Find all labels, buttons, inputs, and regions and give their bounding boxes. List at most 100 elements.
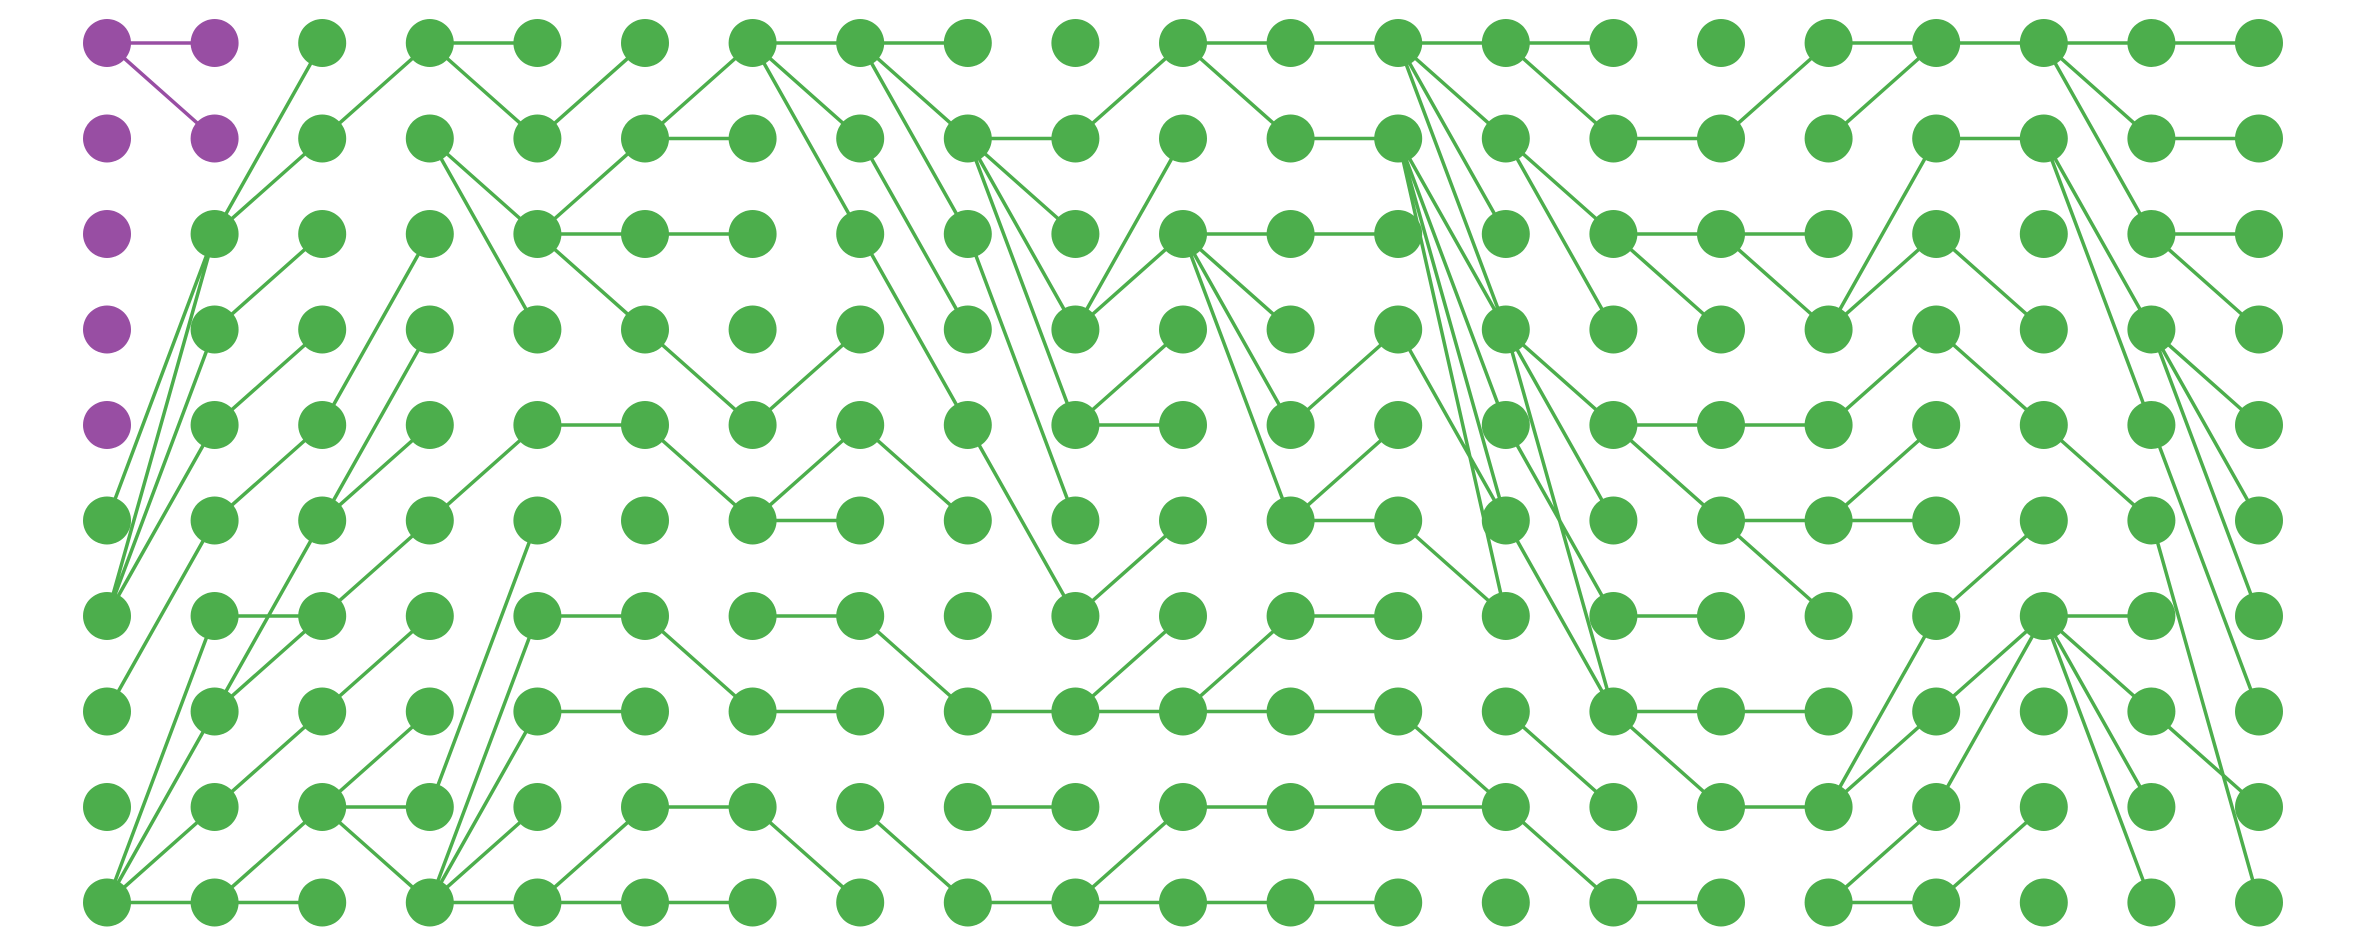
graph-node [1481,401,1530,449]
graph-node [83,496,131,545]
graph-node-highlighted [83,19,131,67]
graph-node [1374,305,1423,354]
graph-edge [1073,136,1185,332]
graph-edge [858,232,970,427]
graph-edge [858,136,970,332]
graph-node [943,114,992,163]
graph-edge [212,518,324,714]
graph-node [1266,114,1315,163]
graph-node [1159,114,1207,163]
graph-node [1697,210,1745,258]
graph-node [190,401,239,449]
graph-node [728,210,777,258]
graph-node [1697,496,1745,545]
graph-node [298,496,347,545]
graph-node-highlighted [83,210,131,258]
graph-node [836,783,885,831]
graph-edge [1396,136,1508,427]
graph-edge [320,327,432,523]
graph-node [190,496,239,545]
graph-node [2235,783,2283,831]
graph-node [1159,401,1207,449]
graph-node [190,210,239,258]
graph-node [1912,592,1961,640]
graph-node [728,783,777,831]
graph-node [1804,496,1853,545]
graph-node [2127,783,2176,831]
graph-edge [1826,614,1938,809]
graph-edge [2042,41,2154,236]
graph-node [1374,210,1423,258]
graph-node [1481,496,1530,545]
graph-node [2019,210,2068,258]
graph-node [836,114,885,163]
graph-node [1912,210,1961,258]
graph-edge [2042,614,2154,905]
graph-edge [966,423,1078,618]
graph-node [1266,401,1315,449]
graph-node [2235,114,2283,163]
graph-node [1051,401,1100,449]
graph-node-highlighted [83,401,131,449]
graph-node [1912,305,1961,354]
graph-node [621,496,669,545]
graph-node [2235,19,2283,67]
graph-edge [105,614,217,905]
graph-node [298,114,347,163]
graph-node [728,878,777,927]
graph-node [1912,878,1961,927]
graph-node [2127,305,2176,354]
graph-node [298,210,347,258]
nodes-layer [83,19,2283,927]
edges-layer [105,41,2261,905]
graph-node [1697,783,1745,831]
graph-node [1697,878,1745,927]
graph-node [836,878,885,927]
graph-node [1481,114,1530,163]
graph-node [405,592,454,640]
graph-node [405,687,454,736]
graph-node [1374,19,1423,67]
graph-node [621,592,669,640]
graph-node [2019,687,2068,736]
graph-edge [2149,327,2261,618]
graph-node [513,878,562,927]
graph-node [2127,19,2176,67]
graph-node [513,592,562,640]
graph-node [1589,19,1638,67]
graph-node [2235,305,2283,354]
graph-node [190,783,239,831]
graph-node [1912,401,1961,449]
graph-node [83,592,131,640]
graph-node [2127,592,2176,640]
graph-node [2127,878,2176,927]
graph-node [513,783,562,831]
graph-node [1051,496,1100,545]
graph-node [943,592,992,640]
graph-node [728,19,777,67]
graph-node [1912,496,1961,545]
graph-node [1589,496,1638,545]
graph-node [2019,496,2068,545]
graph-node [83,687,131,736]
graph-edge [428,518,540,809]
graph-node [1159,592,1207,640]
graph-node [190,878,239,927]
graph-node [1266,19,1315,67]
graph-node [513,305,562,354]
graph-edge [1396,136,1508,332]
graph-node [2127,401,2176,449]
graph-node-highlighted [190,19,239,67]
graph-node [621,305,669,354]
graph-edge [966,136,1078,427]
graph-node [2235,878,2283,927]
graph-node [836,496,885,545]
graph-node [1804,114,1853,163]
graph-node [621,687,669,736]
graph-node [513,19,562,67]
graph-node [1589,878,1638,927]
graph-node [2019,592,2068,640]
graph-edge [1826,136,1938,332]
graph-node [1804,210,1853,258]
